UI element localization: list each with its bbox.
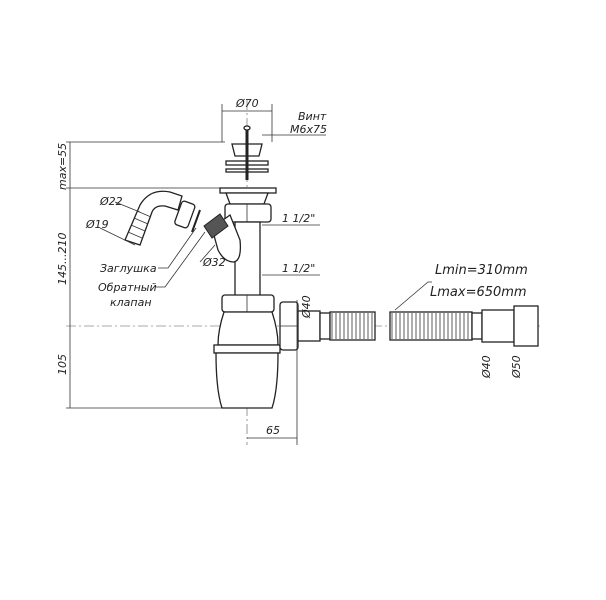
bottle-height-label: 105 — [56, 354, 69, 375]
height-range-label: 145...210 — [56, 233, 69, 285]
screw-title: Винт — [298, 110, 327, 123]
grate-plug — [221, 104, 326, 180]
siphon-body — [213, 187, 281, 409]
hose-lmin-label: Lmin=310mm — [435, 263, 528, 278]
valve-label-line2: клапан — [110, 296, 152, 309]
hose-end-inner-label: Ø40 — [480, 355, 493, 379]
plug-label: Заглушка — [100, 262, 157, 275]
thread-upper-label: 1 1/2" — [282, 212, 315, 225]
branch-diameter-label: Ø32 — [202, 256, 226, 269]
screw-size: M6x75 — [290, 123, 327, 136]
hose-lmax-label: Lmax=650mm — [430, 285, 527, 300]
outlet-diameter-label: Ø40 — [300, 295, 313, 319]
outlet-and-hose — [247, 300, 539, 445]
hose-end-outer-label: Ø50 — [510, 355, 523, 379]
side-branch — [203, 213, 242, 263]
max-height-label: max=55 — [56, 143, 69, 190]
elbow-inner-label: Ø19 — [85, 218, 109, 231]
plug-diameter-label: Ø70 — [235, 97, 259, 110]
offset-label: 65 — [266, 424, 280, 437]
hose-elbow — [124, 190, 201, 246]
left-dimensions — [66, 141, 225, 409]
thread-lower-label: 1 1/2" — [282, 262, 315, 275]
elbow-outer-label: Ø22 — [99, 195, 123, 208]
valve-label-line1: Обратный — [98, 281, 157, 294]
